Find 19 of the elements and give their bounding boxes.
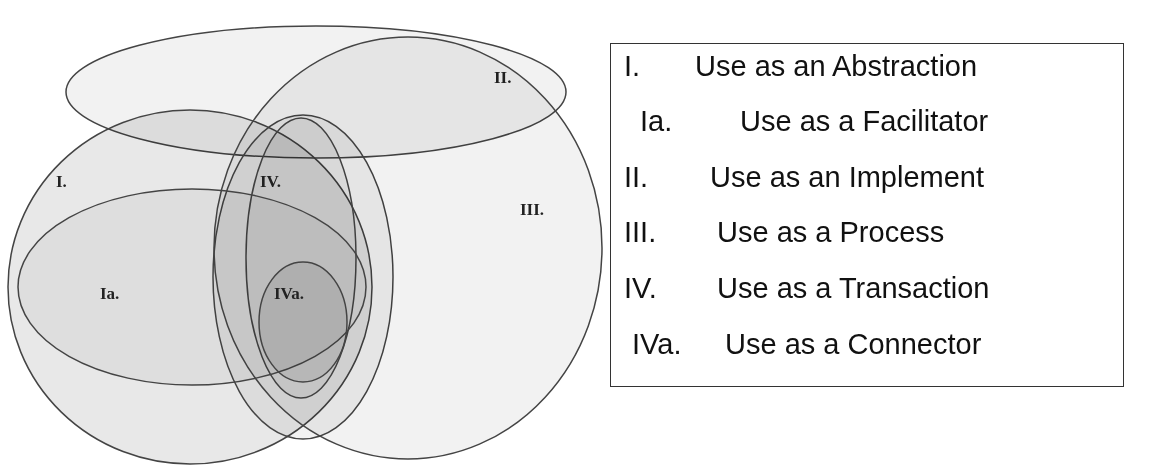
legend-numeral: II. (624, 161, 649, 194)
legend-numeral: IV. (624, 272, 657, 305)
venn-ellipse (258, 261, 348, 383)
legend-numeral: III. (624, 216, 657, 249)
legend-text: Use as a Connector (725, 328, 982, 361)
legend-numeral: Ia. (640, 105, 673, 138)
region-label: IVa. (274, 284, 305, 304)
legend-text: Use as a Transaction (717, 272, 990, 305)
legend-numeral: IVa. (632, 328, 682, 361)
region-label: I. (56, 172, 67, 192)
legend-numeral: I. (624, 50, 641, 83)
legend-text: Use as a Facilitator (740, 105, 989, 138)
legend-text: Use as an Abstraction (695, 50, 978, 83)
legend-text: Use as an Implement (710, 161, 984, 194)
region-label: II. (494, 68, 512, 88)
legend-text: Use as a Process (717, 216, 945, 249)
region-label: Ia. (100, 284, 120, 304)
region-label: IV. (260, 172, 281, 192)
region-label: III. (520, 200, 545, 220)
